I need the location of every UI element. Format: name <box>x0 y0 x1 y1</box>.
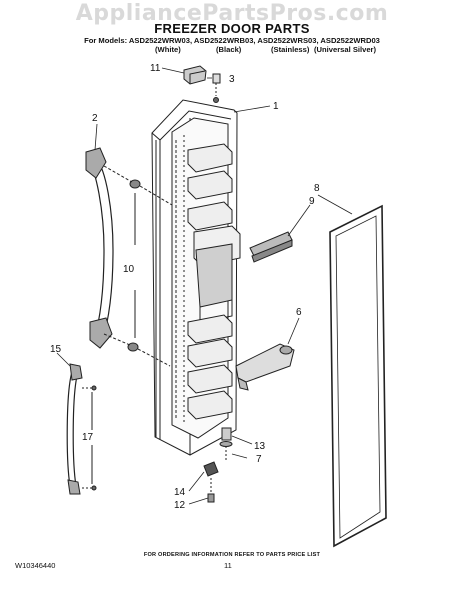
callout-1: 1 <box>273 101 279 112</box>
watermark: AppliancePartsPros.com <box>75 1 389 26</box>
door-gasket <box>329 204 387 548</box>
callout-6: 6 <box>296 307 302 318</box>
trim-strip <box>249 231 293 263</box>
model-list: For Models: ASD2522WRW03, ASD2522WRB03, … <box>84 36 380 45</box>
document-id: W10346440 <box>15 561 56 570</box>
callout-15: 15 <box>50 344 62 355</box>
callout-11: 11 <box>150 63 161 74</box>
color-stainless: (Stainless) <box>271 45 310 54</box>
door-bin <box>235 343 295 391</box>
callout-7: 7 <box>256 454 262 465</box>
callout-2: 2 <box>92 113 98 124</box>
leader-lines <box>56 67 353 505</box>
color-white: (White) <box>155 45 181 54</box>
callout-14: 14 <box>174 487 186 498</box>
callout-9: 9 <box>309 196 315 207</box>
callout-12: 13 <box>254 441 266 452</box>
callout-3: 3 <box>229 74 235 85</box>
top-hinge-cap <box>183 65 207 85</box>
door-handle <box>85 147 114 349</box>
callout-10: 10 <box>123 264 135 275</box>
callout-8: 8 <box>314 183 320 194</box>
page-number: 11 <box>224 561 232 570</box>
bottom-hinge-pin <box>219 427 233 460</box>
color-black: (Black) <box>216 45 242 54</box>
freezer-door-panel <box>151 99 241 456</box>
page-title: FREEZER DOOR PARTS <box>154 21 310 36</box>
handle-studs <box>103 165 173 367</box>
small-handle <box>66 363 97 495</box>
color-universal-silver: (Universal Silver) <box>314 45 377 54</box>
callout-13: 12 <box>174 500 186 511</box>
top-screw <box>212 73 221 103</box>
bottom-bracket <box>203 461 219 503</box>
callout-17: 17 <box>82 432 94 443</box>
ordering-note: FOR ORDERING INFORMATION REFER TO PARTS … <box>143 552 321 558</box>
